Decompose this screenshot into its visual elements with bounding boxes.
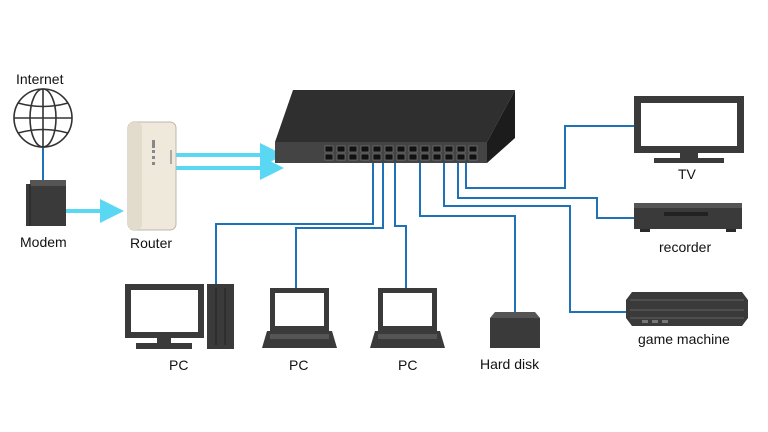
desktop-pc-icon <box>125 284 234 349</box>
recorder-icon <box>634 203 742 232</box>
cable-hard-disk <box>419 160 516 312</box>
label-modem: Modem <box>20 234 67 250</box>
label-pc-desktop: PC <box>169 357 189 373</box>
cable-pc3 <box>394 160 407 288</box>
label-hard-disk: Hard disk <box>480 356 540 372</box>
label-tv: TV <box>678 166 696 182</box>
hard-disk-icon <box>490 312 540 348</box>
label-game-machine: game machine <box>638 331 730 347</box>
cable-game-machine <box>443 160 626 313</box>
game-console-icon <box>626 292 748 326</box>
laptop-icon <box>370 288 445 348</box>
label-router: Router <box>130 235 173 251</box>
modem-icon <box>26 180 66 226</box>
label-internet: Internet <box>16 71 64 87</box>
laptop-icon <box>262 288 337 348</box>
cable-recorder <box>457 160 634 219</box>
switch-ports <box>324 145 478 161</box>
router-icon <box>127 121 177 231</box>
label-recorder: recorder <box>659 239 712 255</box>
cable-tv <box>465 125 634 189</box>
uplink-arrows <box>66 143 284 223</box>
cable-pc1 <box>215 160 374 285</box>
label-pc-laptop-1: PC <box>289 357 309 373</box>
globe-icon <box>13 88 73 148</box>
label-pc-laptop-2: PC <box>398 357 418 373</box>
cable-pc2 <box>295 160 384 288</box>
cables <box>42 125 634 313</box>
tv-icon <box>634 96 744 163</box>
network-switch-icon <box>275 90 515 163</box>
